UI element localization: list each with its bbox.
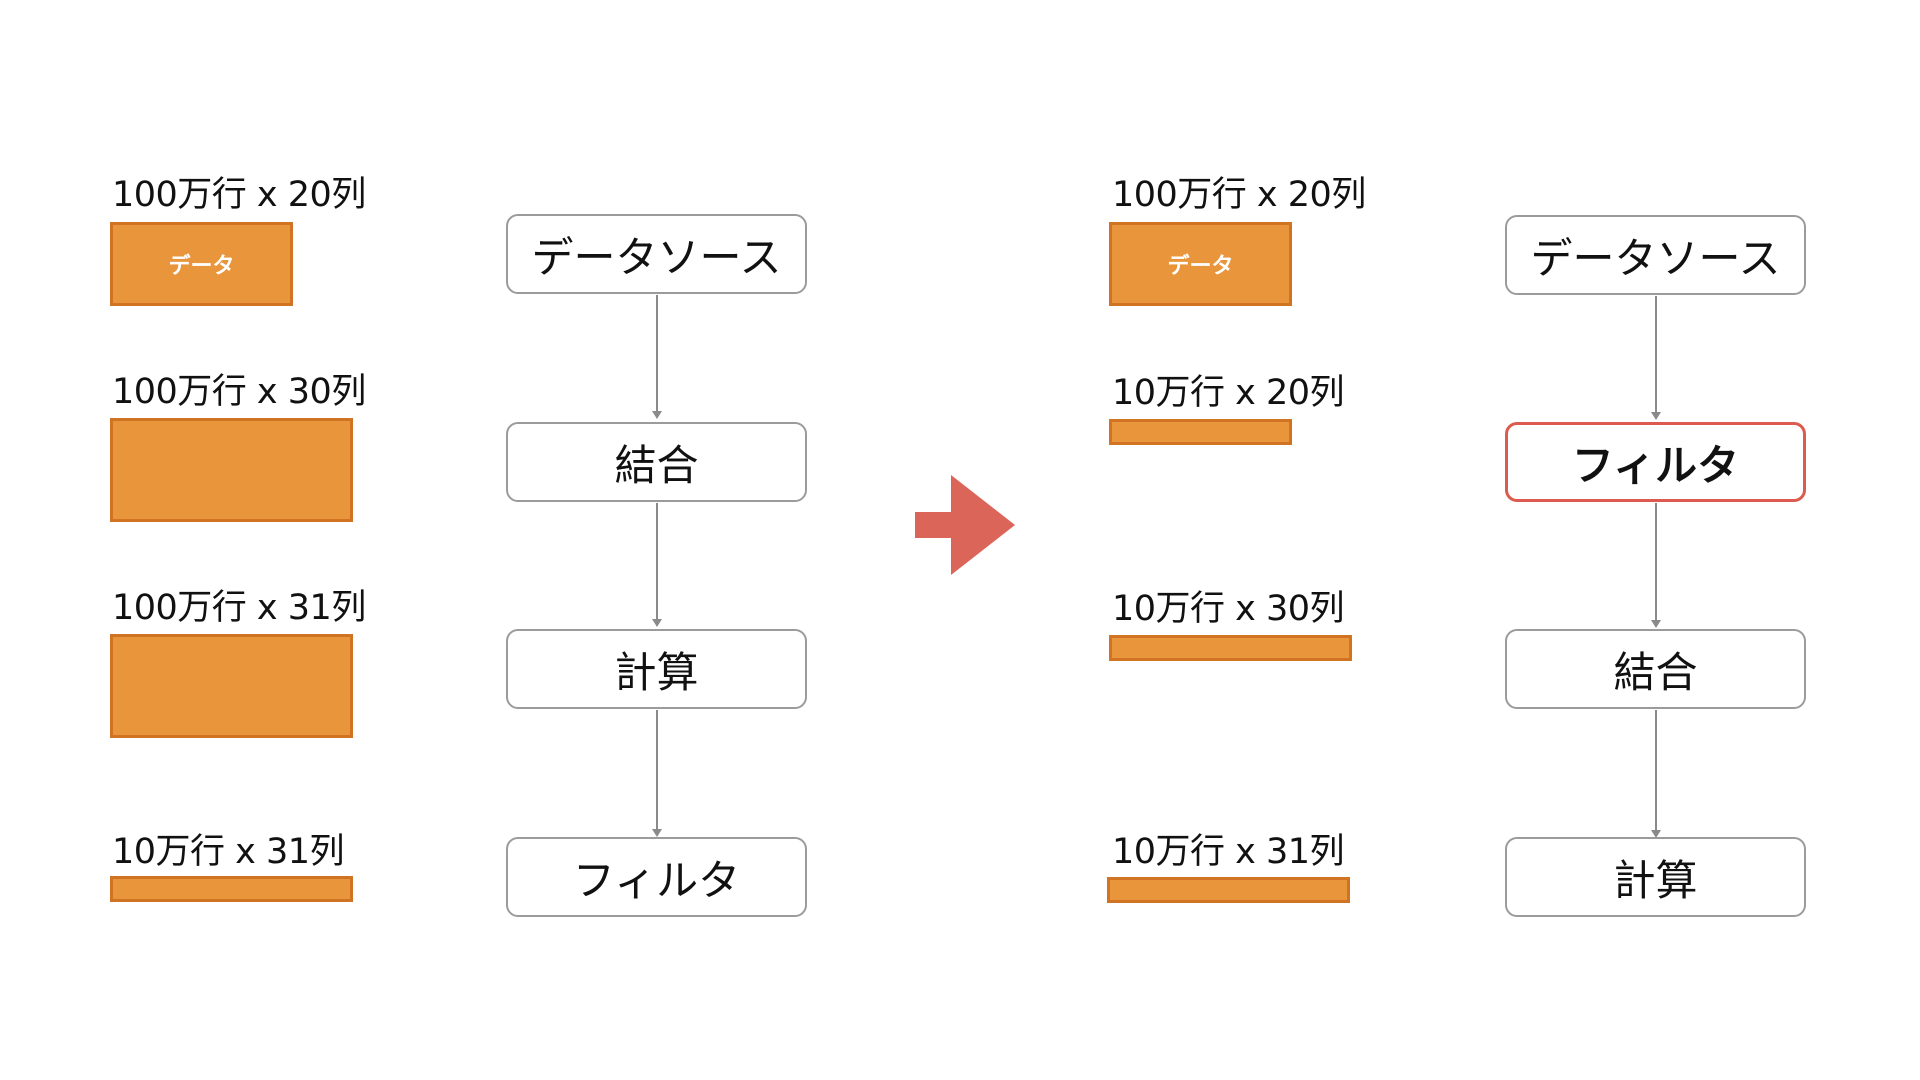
before-step-label-1: データソース	[531, 232, 782, 282]
before-connector-1	[652, 295, 662, 419]
after-size-label-2: 10万行 x 20列	[1112, 373, 1345, 413]
before-data-block-1: データ	[110, 222, 293, 306]
after-data-block-4	[1107, 877, 1350, 903]
after-connector-1	[1651, 296, 1661, 420]
after-step-calc: 計算	[1505, 837, 1806, 917]
after-data-block-1: データ	[1109, 222, 1292, 306]
before-step-join: 結合	[506, 422, 807, 502]
after-step-label-4: 計算	[1613, 855, 1698, 905]
before-step-label-3: 計算	[614, 647, 699, 697]
before-size-label-2: 100万行 x 30列	[112, 372, 366, 412]
before-step-label-4: フィルタ	[572, 855, 741, 905]
before-connector-3	[652, 710, 662, 837]
before-step-data-source: データソース	[506, 214, 807, 294]
before-step-label-2: 結合	[614, 440, 699, 490]
after-step-label-1: データソース	[1530, 233, 1781, 283]
after-step-label-2: フィルタ	[1571, 440, 1740, 490]
after-step-data-source: データソース	[1505, 215, 1806, 295]
before-data-block-3	[110, 634, 353, 738]
before-size-label-1: 100万行 x 20列	[112, 175, 366, 215]
after-size-label-3: 10万行 x 30列	[1112, 589, 1345, 629]
after-data-block-2	[1109, 419, 1292, 445]
after-data-block-label: データ	[1167, 254, 1234, 279]
after-step-label-3: 結合	[1613, 647, 1698, 697]
after-step-filter-highlighted: フィルタ	[1505, 422, 1806, 502]
right-arrow-icon	[915, 475, 1015, 575]
before-step-filter: フィルタ	[506, 837, 807, 917]
before-size-label-3: 100万行 x 31列	[112, 588, 366, 628]
before-data-block-label: データ	[168, 254, 235, 279]
before-connector-2	[652, 503, 662, 627]
after-connector-3	[1651, 710, 1661, 838]
before-size-label-4: 10万行 x 31列	[112, 832, 345, 872]
after-size-label-4: 10万行 x 31列	[1112, 832, 1345, 872]
after-step-join: 結合	[1505, 629, 1806, 709]
before-data-block-2	[110, 418, 353, 522]
before-data-block-4	[110, 876, 353, 902]
after-connector-2	[1651, 503, 1661, 628]
after-data-block-3	[1109, 635, 1352, 661]
before-step-calc: 計算	[506, 629, 807, 709]
after-size-label-1: 100万行 x 20列	[1112, 175, 1366, 215]
